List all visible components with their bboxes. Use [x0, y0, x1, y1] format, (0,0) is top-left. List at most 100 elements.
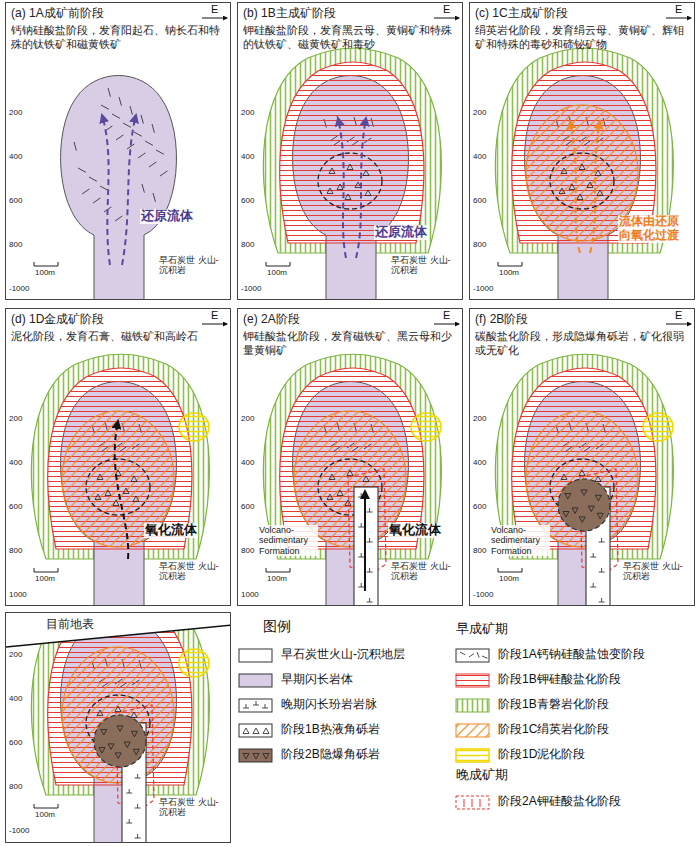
alteration-tick [93, 198, 100, 203]
fluid-label: 流体由还原 向氧化过渡 [618, 215, 686, 243]
depth-label: 600 [8, 502, 23, 511]
section-panel: (f) 2B阶段碳酸盐化阶段，形成隐爆角砾岩，矿化很弱或无矿化E20040060… [469, 308, 695, 606]
legend-text: 阶段2A钾硅酸盐化阶段 [497, 795, 622, 809]
depth-label: 400 [240, 152, 255, 161]
panel-description: 钾硅酸盐化阶段，发育磁铁矿、黑云母和少量黄铜矿 [243, 329, 458, 357]
legend-argillic [456, 749, 489, 762]
legend-text: 阶段2B隐爆角砾岩 [280, 748, 381, 762]
dike-symbol [358, 583, 364, 587]
alteration-tick [138, 153, 145, 158]
depth-label: -1000 [472, 284, 494, 293]
depth-label: -1000 [8, 284, 30, 293]
breccia-symbol [363, 476, 369, 482]
breccia-symbol [561, 474, 567, 480]
breccia-symbol [95, 494, 101, 500]
breccia-symbol [329, 168, 335, 174]
legend-text: 早期闪长岩体 [280, 673, 354, 687]
panel-description: 泥化阶段，发育石膏、磁铁矿和高岭石 [11, 329, 226, 343]
depth-label: 400 [240, 458, 255, 467]
legend-text: 阶段1D泥化阶段 [497, 748, 586, 762]
section-group [34, 76, 176, 300]
direction-label: E [442, 309, 451, 322]
east-arrow [434, 324, 459, 325]
breccia-symbol [263, 754, 269, 760]
legend-propylitic [456, 699, 489, 712]
alteration-tick [469, 654, 474, 657]
fluid-label: 氧化流体 [144, 523, 198, 538]
legend-text: 阶段1B钾硅酸盐化阶段 [497, 673, 622, 687]
breccia-symbol [108, 744, 114, 750]
wallrock-label: 早石炭世 火山-沉积岩 [158, 255, 224, 276]
fluid-label: 还原流体 [140, 209, 194, 224]
breccia-symbol [579, 164, 585, 170]
panel-title: (a) 1A成矿前阶段 [11, 6, 196, 21]
alteration-tick [477, 652, 479, 658]
breccia-symbol [97, 474, 103, 480]
legend-swatch [455, 698, 491, 714]
breccia-symbol [131, 476, 137, 482]
argillic-zone [179, 649, 209, 677]
alteration-tick [460, 652, 465, 655]
legend-swatch [455, 795, 491, 811]
dike-symbol [367, 598, 373, 602]
depth-label: 200 [472, 108, 487, 117]
potassic-zone [512, 368, 656, 549]
alteration-tick [101, 105, 109, 109]
dike-symbol [367, 508, 373, 512]
zone-ground [280, 368, 424, 549]
panel-description: 碳酸盐化阶段，形成隐爆角砾岩，矿化很弱或无矿化 [475, 329, 690, 357]
scale-label: 100m [266, 268, 288, 277]
depth-label: 400 [8, 694, 23, 703]
present-surface [6, 625, 230, 647]
direction-label: E [674, 309, 683, 322]
breccia-symbol [133, 496, 139, 502]
hydrothermal-breccia [550, 153, 614, 209]
fluid-arrow [115, 421, 129, 559]
fluid-label: 氧化流体 [388, 523, 442, 538]
legend-breccia [239, 749, 272, 762]
breccia-symbol [337, 184, 343, 190]
dike-symbol [253, 701, 259, 705]
dike-symbol [135, 804, 141, 808]
legend-swatch [455, 673, 491, 689]
breccia-symbol [253, 754, 259, 760]
breccia-symbol [113, 500, 119, 506]
dike-symbol [262, 704, 268, 708]
dike-symbol [243, 704, 249, 708]
scale-bar [498, 262, 522, 266]
alteration-tick [142, 184, 144, 193]
fluid-arrow [590, 121, 600, 253]
breccia-symbol [561, 168, 567, 174]
depth-label: 1000 [240, 590, 260, 599]
alteration-tick [89, 177, 97, 181]
depth-label: -1000 [472, 590, 494, 599]
breccia-symbol [565, 494, 571, 500]
legend-hatch [472, 799, 473, 807]
alteration-tick [108, 88, 110, 97]
wallrock-label: 早石炭世 火山-沉积岩 [158, 561, 224, 582]
scale-bar [498, 568, 522, 572]
depth-label: 800 [240, 546, 255, 555]
dike-symbol [367, 568, 373, 572]
depth-label: 600 [8, 196, 23, 205]
depth-label: 800 [472, 240, 487, 249]
breccia-symbol [263, 728, 269, 734]
direction-label: E [210, 3, 219, 16]
breccia-symbol [117, 726, 123, 732]
alteration-tick [119, 97, 121, 106]
breccia-symbol [327, 188, 333, 194]
breccia-symbol [337, 490, 343, 496]
breccia-symbol [345, 194, 351, 200]
depth-label: 600 [472, 196, 487, 205]
breccia-symbol [131, 731, 137, 737]
dike-symbol [590, 553, 596, 557]
depth-label: 800 [8, 782, 23, 791]
breccia-symbol [329, 474, 335, 480]
potassic-zone [280, 62, 424, 243]
alteration-tick [153, 193, 155, 202]
alteration-tick [130, 106, 132, 115]
scale-bar [266, 568, 290, 572]
legend-color [239, 649, 272, 662]
east-arrow [434, 18, 459, 19]
